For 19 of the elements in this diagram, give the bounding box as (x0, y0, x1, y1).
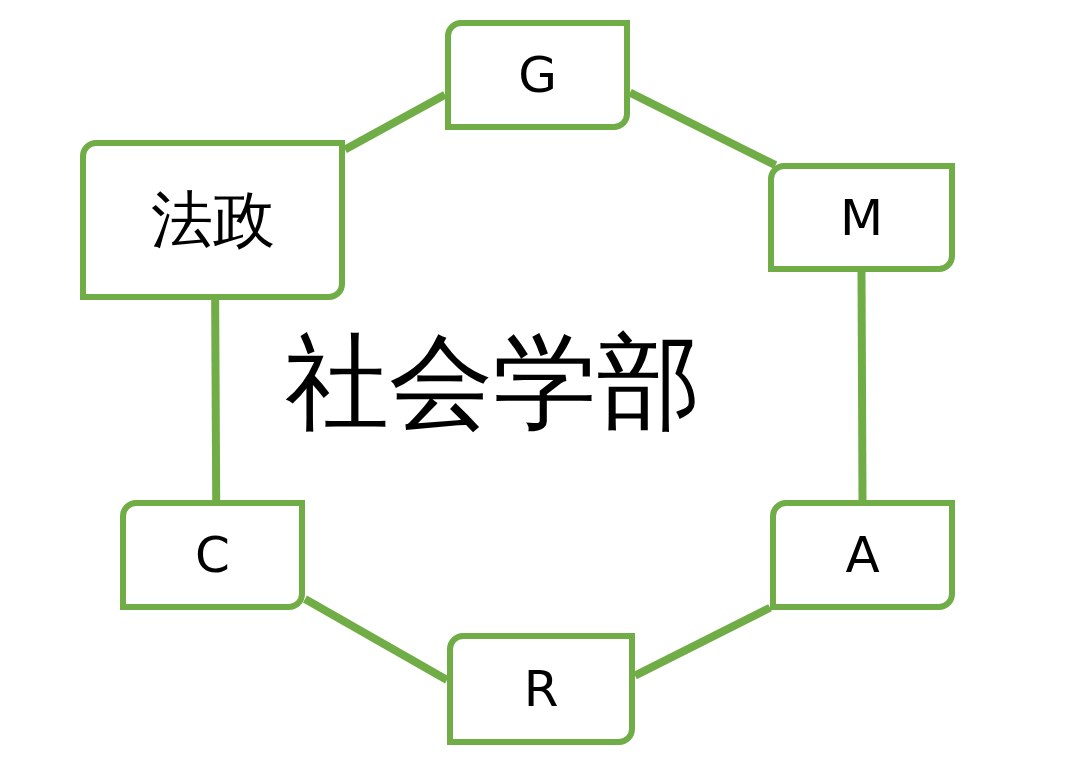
center-title: 社会学部 (285, 330, 701, 434)
node-label: C (195, 530, 230, 580)
process-box (445, 20, 630, 130)
process-box (447, 633, 635, 745)
node-label: A (845, 530, 880, 580)
node-label: 法政 (150, 189, 275, 251)
connector-line (343, 91, 447, 154)
connector-line (211, 299, 221, 501)
process-box (770, 500, 955, 610)
process-box (80, 140, 345, 300)
node-label: G (518, 50, 557, 100)
connector-line (303, 595, 449, 684)
node-label: M (839, 192, 884, 243)
process-box (768, 163, 955, 272)
connector-line (633, 604, 772, 680)
process-box (120, 500, 305, 610)
connector-line (628, 89, 778, 169)
connector-line (857, 272, 867, 500)
node-label: R (523, 664, 559, 714)
